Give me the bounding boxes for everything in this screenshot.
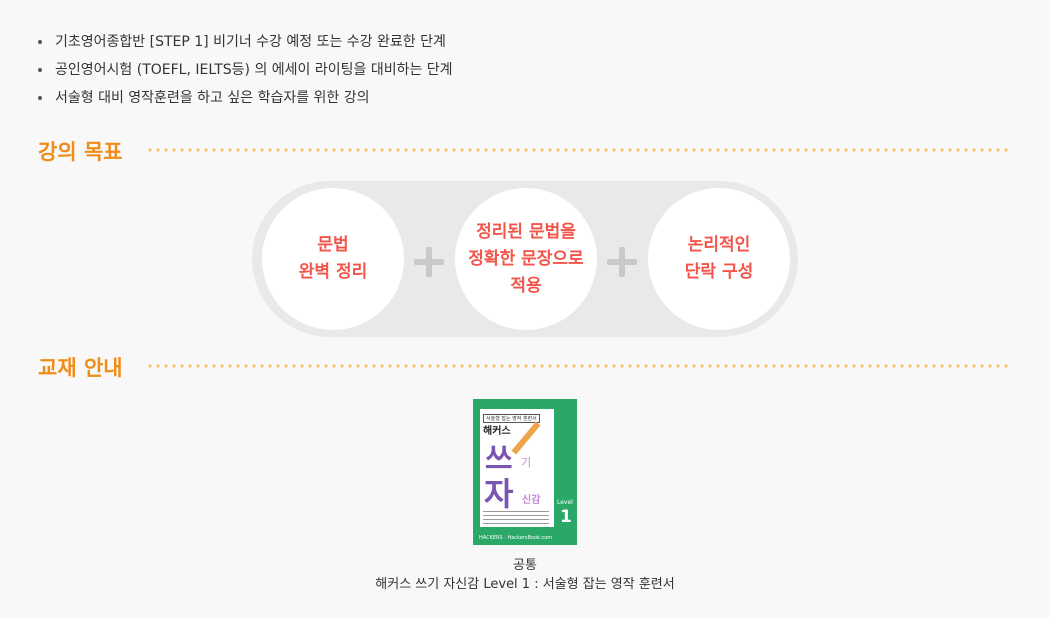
divider — [146, 148, 1012, 152]
goal-circle-grammar: 문법 완벽 정리 — [262, 188, 404, 330]
list-item: 서술형 대비 영작훈련을 하고 싶은 학습자를 위한 강의 — [38, 84, 453, 112]
cover-word: 신감 — [522, 495, 541, 506]
cover-level-number: 1 — [560, 507, 572, 527]
plus-icon — [607, 247, 637, 277]
goal-label: 논리적인 단락 구성 — [684, 235, 754, 282]
goals-section-title: 강의 목표 — [38, 140, 123, 164]
cover-brand: 해커스 — [483, 426, 511, 437]
goal-label: 정리된 문법을 정확한 문장으로 적용 — [468, 221, 584, 296]
target-learner-list: 기초영어종합반 [STEP 1] 비기너 수강 예정 또는 수강 완료한 단계 … — [38, 28, 453, 112]
cover-paper — [480, 409, 554, 527]
bullet-icon — [38, 96, 42, 100]
bullet-icon — [38, 68, 42, 72]
goal-circle-sentence: 정리된 문법을 정확한 문장으로 적용 — [455, 188, 597, 330]
textbook-cover-image[interactable]: 서술형 잡는 영작 훈련서 해커스 쓰 기 자 신감 Level 1 HACKE… — [473, 399, 577, 545]
cover-text-lines — [483, 511, 549, 527]
cover-footer: HACKERS · HackersBook.com — [479, 535, 553, 541]
list-item-text: 공인영어시험 (TOEFL, IELTS등) 의 에세이 라이팅을 대비하는 단… — [55, 62, 453, 78]
list-item: 기초영어종합반 [STEP 1] 비기너 수강 예정 또는 수강 완료한 단계 — [38, 28, 453, 56]
list-item-text: 기초영어종합반 [STEP 1] 비기너 수강 예정 또는 수강 완료한 단계 — [55, 34, 446, 50]
goal-circle-paragraph: 논리적인 단락 구성 — [648, 188, 790, 330]
list-item: 공인영어시험 (TOEFL, IELTS등) 의 에세이 라이팅을 대비하는 단… — [38, 56, 453, 84]
textbook-category: 공통 — [513, 558, 537, 573]
cover-word: 쓰 — [485, 442, 513, 477]
cover-word: 기 — [521, 456, 532, 469]
cover-level-label: Level — [557, 499, 573, 506]
cover-word: 자 — [484, 475, 514, 513]
plus-icon — [414, 247, 444, 277]
cover-tagline: 서술형 잡는 영작 훈련서 — [483, 414, 540, 423]
textbook-title: 해커스 쓰기 자신감 Level 1 : 서술형 잡는 영작 훈련서 — [375, 577, 675, 592]
divider — [146, 364, 1012, 368]
list-item-text: 서술형 대비 영작훈련을 하고 싶은 학습자를 위한 강의 — [55, 90, 370, 106]
bullet-icon — [38, 40, 42, 44]
goal-label: 문법 완벽 정리 — [298, 235, 368, 282]
textbook-section-title: 교재 안내 — [38, 356, 123, 380]
